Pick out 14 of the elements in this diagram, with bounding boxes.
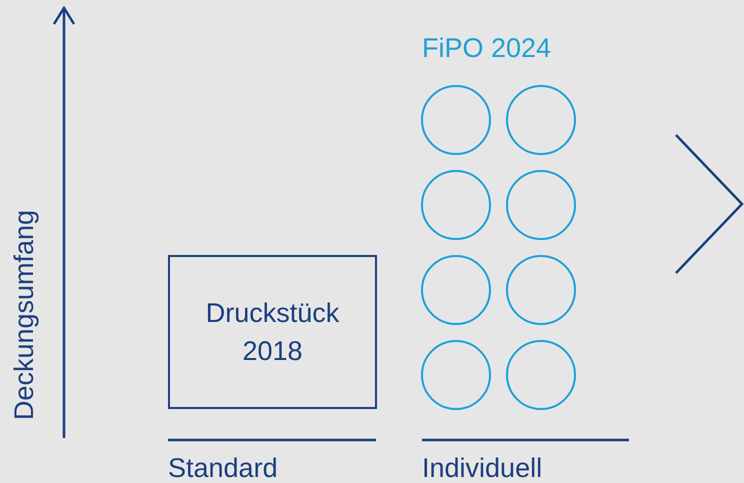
box-label: Druckstück 2018 <box>204 297 340 368</box>
axis-label: Deckungsumfang <box>8 210 40 420</box>
circle-outline <box>506 170 576 240</box>
category-label: Individuell <box>422 452 542 483</box>
group-heading: FiPO 2024 <box>422 32 552 64</box>
text-box <box>168 255 377 409</box>
circle-outline <box>506 85 576 155</box>
circle-outline <box>421 85 491 155</box>
circle-outline <box>421 170 491 240</box>
category-label: Standard <box>168 452 278 483</box>
circle-outline <box>506 340 576 410</box>
circle-outline <box>421 340 491 410</box>
circle-outline <box>421 255 491 325</box>
circle-outline <box>506 255 576 325</box>
